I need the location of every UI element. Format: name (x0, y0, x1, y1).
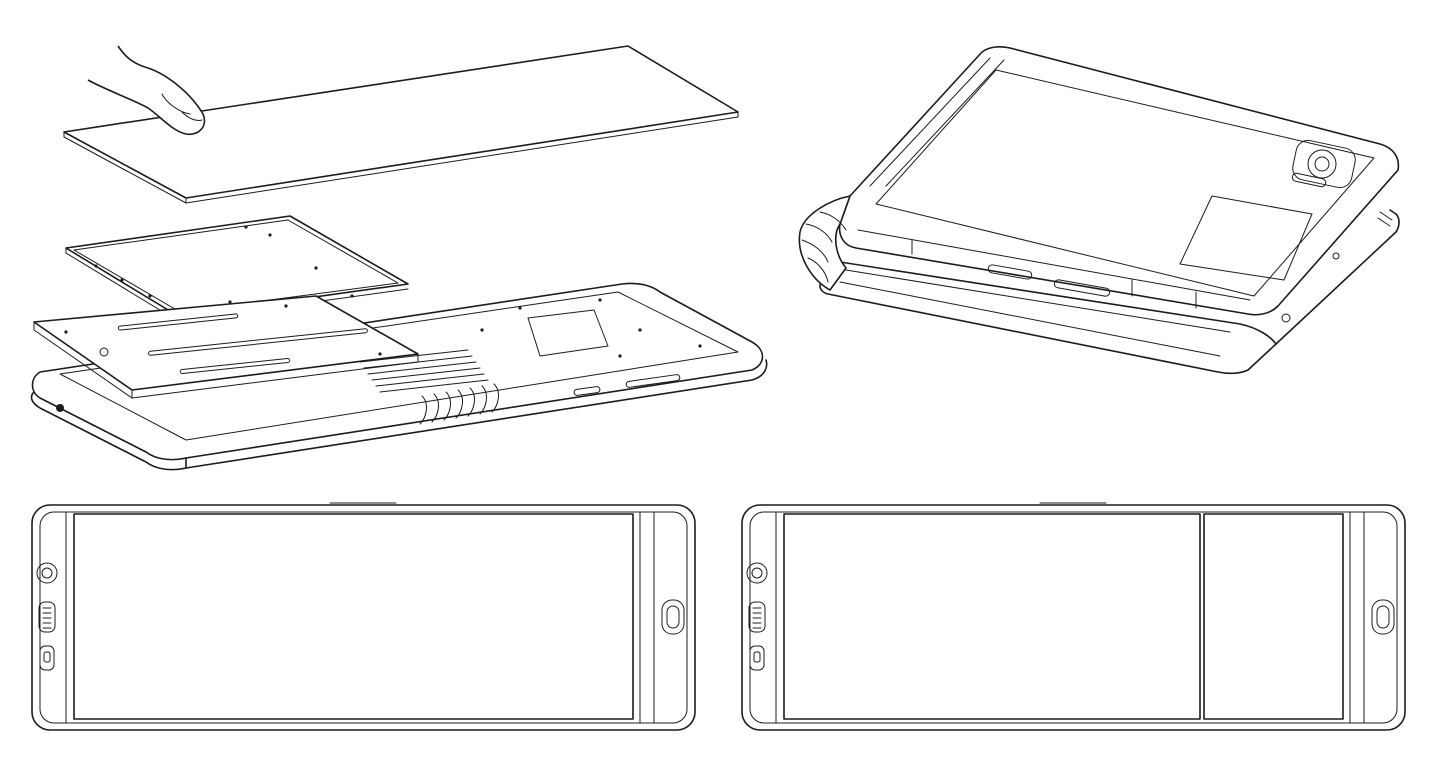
exploded-view (30, 45, 768, 471)
unfolded-front-view-with-rear-panel (741, 502, 1406, 731)
folded-perspective-view (798, 46, 1400, 375)
flexible-display-sheet (63, 45, 739, 204)
unfolded-front-view (31, 502, 696, 731)
middle-mounting-plate (33, 295, 419, 399)
phone-housing-frame (30, 282, 768, 471)
finger-illustration (87, 45, 206, 135)
display-support-plate (65, 215, 409, 322)
